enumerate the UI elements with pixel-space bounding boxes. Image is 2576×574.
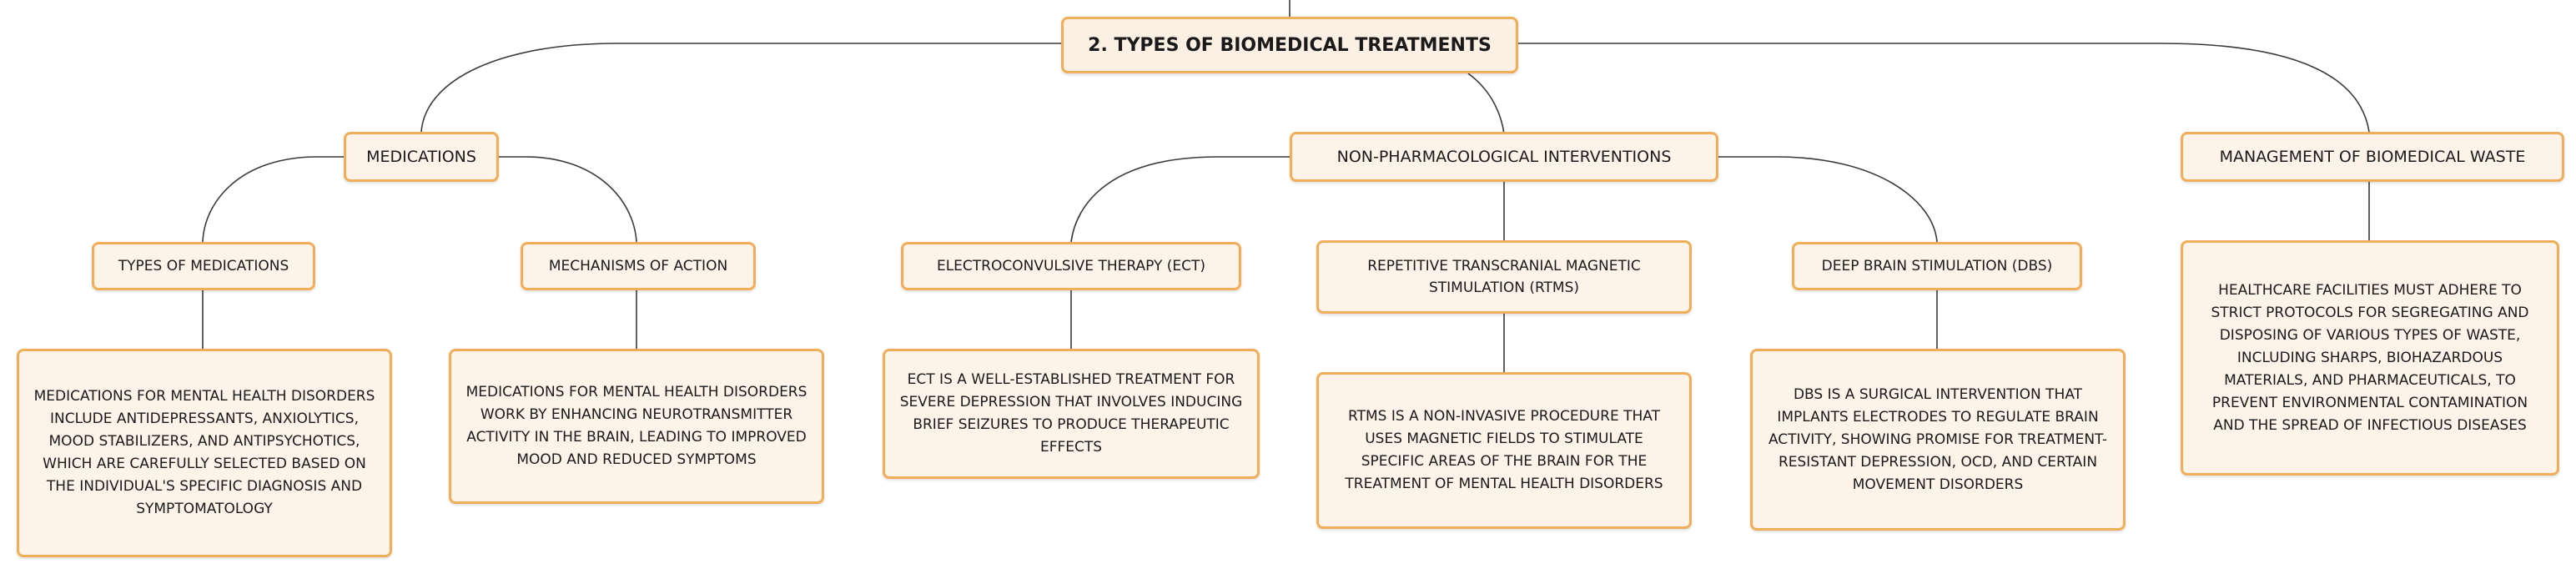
branch-biomedical-waste[interactable]: Management of Biomedical Waste — [2181, 132, 2564, 182]
detail-types-of-medications-text: Medications for mental health disorders … — [33, 388, 375, 517]
topic-rtms-label: Repetitive Transcranial Magnetic Stimula… — [1367, 258, 1641, 296]
topic-mechanisms-of-action[interactable]: Mechanisms of Action — [521, 242, 756, 290]
root-label: 2. Types of Biomedical Treatments — [1088, 34, 1492, 56]
root-node[interactable]: 2. Types of Biomedical Treatments — [1061, 17, 1518, 73]
connector-root-waste — [1518, 43, 2370, 133]
connector-root-nonpharm — [1467, 73, 1505, 134]
connector-medications-mechanisms — [499, 156, 637, 243]
detail-dbs-text: DBS is a surgical intervention that impl… — [1768, 385, 2108, 493]
detail-biomedical-waste[interactable]: Healthcare facilities must adhere to str… — [2181, 240, 2559, 476]
topic-dbs-label: Deep Brain Stimulation (DBS) — [1821, 258, 2053, 274]
branch-medications-label: Medications — [366, 148, 476, 166]
topic-mechanisms-of-action-label: Mechanisms of Action — [548, 258, 728, 274]
detail-dbs[interactable]: DBS is a surgical intervention that impl… — [1750, 349, 2126, 531]
topic-ect-label: Electroconvulsive Therapy (ECT) — [936, 258, 1206, 274]
branch-biomedical-waste-label: Management of Biomedical Waste — [2219, 148, 2526, 166]
connector-nonpharm-dbs — [1718, 156, 1938, 243]
connector-nonpharm-ect — [1070, 156, 1290, 243]
detail-rtms[interactable]: rTMS is a non-invasive procedure that us… — [1316, 372, 1692, 529]
connector-medications-types — [202, 156, 344, 243]
topic-ect[interactable]: Electroconvulsive Therapy (ECT) — [901, 242, 1241, 290]
connector-root-medications — [420, 43, 1061, 133]
branch-non-pharmacological-label: Non-Pharmacological Interventions — [1336, 148, 1672, 166]
topic-dbs[interactable]: Deep Brain Stimulation (DBS) — [1792, 242, 2082, 290]
detail-mechanisms-of-action-text: Medications for mental health disorders … — [465, 384, 808, 468]
detail-ect[interactable]: ECT is a well-established treatment for … — [883, 349, 1260, 479]
detail-ect-text: ECT is a well-established treatment for … — [899, 371, 1243, 456]
branch-medications[interactable]: Medications — [344, 132, 499, 182]
topic-types-of-medications-label: Types of Medications — [118, 258, 289, 274]
branch-non-pharmacological[interactable]: Non-Pharmacological Interventions — [1290, 132, 1718, 182]
detail-biomedical-waste-text: Healthcare facilities must adhere to str… — [2211, 281, 2529, 434]
detail-rtms-text: rTMS is a non-invasive procedure that us… — [1345, 408, 1663, 492]
detail-mechanisms-of-action[interactable]: Medications for mental health disorders … — [449, 349, 824, 504]
topic-types-of-medications[interactable]: Types of Medications — [92, 242, 315, 290]
topic-rtms[interactable]: Repetitive Transcranial Magnetic Stimula… — [1316, 240, 1692, 314]
detail-types-of-medications[interactable]: Medications for mental health disorders … — [17, 349, 392, 557]
